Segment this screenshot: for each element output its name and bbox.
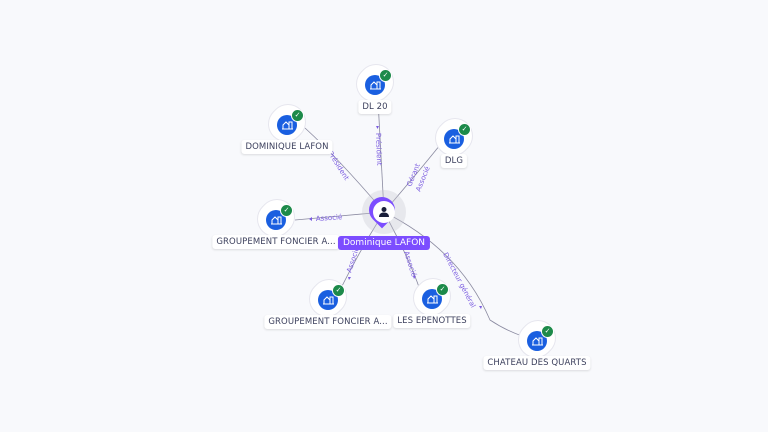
center-label: Dominique LAFON — [337, 236, 431, 250]
arrow-icon — [309, 217, 312, 221]
node-label: CHATEAU DES QUARTS — [483, 356, 591, 370]
arrow-icon — [479, 306, 482, 309]
verified-check-icon: ✓ — [280, 204, 293, 217]
verified-check-icon: ✓ — [436, 283, 449, 296]
node-label: GROUPEMENT FONCIER A... — [264, 315, 392, 329]
edge-chateau — [383, 211, 523, 337]
verified-check-icon: ✓ — [379, 69, 392, 82]
edge-label-dl20: Président — [374, 133, 383, 166]
arrow-icon — [413, 276, 416, 279]
edge-dl20 — [377, 99, 385, 213]
node-label: LES EPENOTTES — [393, 314, 471, 328]
node-label: DL 20 — [358, 100, 392, 114]
arrow-icon — [348, 277, 351, 280]
node-label: DLG — [440, 154, 468, 168]
verified-check-icon: ✓ — [291, 109, 304, 122]
verified-check-icon: ✓ — [332, 284, 345, 297]
edge-label-groupement-1: Associé — [316, 213, 343, 223]
node-label: DOMINIQUE LAFON — [241, 140, 333, 154]
edge-label-groupement-2: Associé — [345, 246, 361, 274]
verified-check-icon: ✓ — [458, 123, 471, 136]
node-label: GROUPEMENT FONCIER A... — [212, 235, 340, 249]
edge-label-les-epenottes: Associé — [402, 250, 418, 278]
verified-check-icon: ✓ — [541, 325, 554, 338]
person-icon — [373, 201, 395, 223]
arrow-icon — [376, 126, 379, 129]
edge-label-dominique-lafon: Président — [326, 150, 350, 182]
